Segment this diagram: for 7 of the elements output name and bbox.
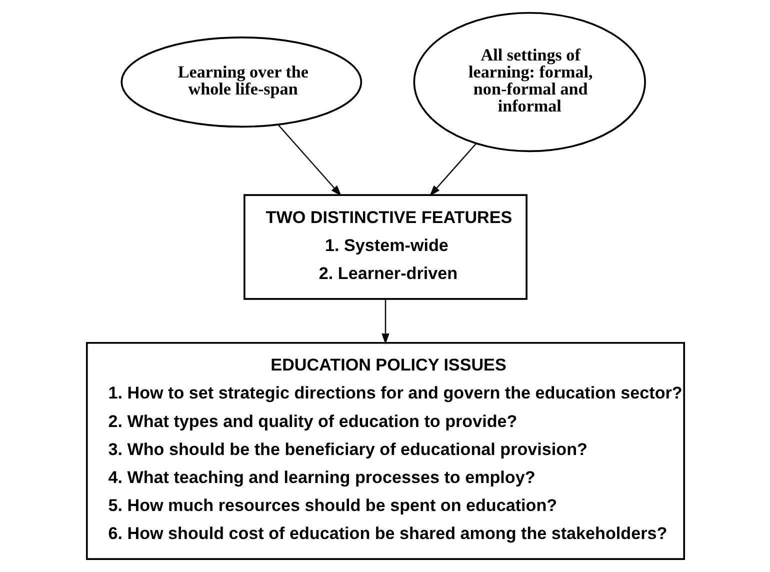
node-ellipse: All settings of learning: formal, non-formal and informal [412, 12, 646, 152]
node-box: TWO DISTINCTIVE FEATURES 1. System-wide 2. Learner-driven [243, 194, 527, 300]
arrow [381, 299, 389, 344]
arrow [428, 143, 476, 196]
arrow [278, 124, 342, 196]
node-ellipse: Learning over the whole life-span [120, 36, 362, 128]
node-box: EDUCATION POLICY ISSUES 1. How to set strategic directions for and govern the education sector? 2. What types and quality of education to provide? 3. Who should be the beneficiary of educational provision? 4. What teaching and learning processes to employ? 5. How much resources should be spent on education? 6. How should cost of education be shared among the stakeholders? [85, 342, 685, 560]
